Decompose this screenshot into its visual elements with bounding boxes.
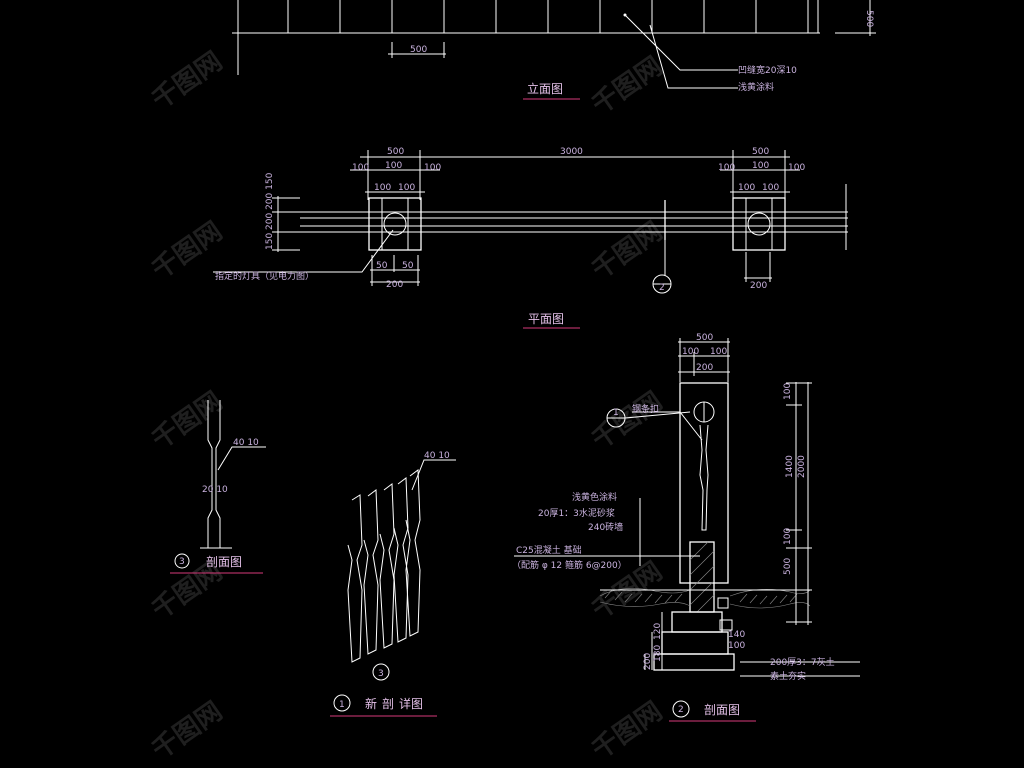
section2-dim-right-total: 2000 [797, 455, 807, 478]
section2-dim-top-a2: 100 [710, 347, 727, 357]
section2-note-concrete: C25混凝土 基础 [516, 544, 582, 556]
section2-note-mortar: 20厚1：3水泥砂浆 [538, 507, 615, 519]
section2-dim-right-top: 100 [783, 383, 793, 400]
section2-note-paint: 浅黄色涂料 [572, 491, 617, 503]
section2-note-lime: 200厚3：7灰土 [770, 656, 835, 668]
section3-dim-mid: 20 10 [202, 485, 228, 495]
watermark: 千图网 [587, 216, 668, 285]
section2-marker-lamp: 1 [613, 408, 619, 418]
plan-seg-lower: 100 [374, 183, 391, 193]
plan-dim-span: 3000 [560, 147, 583, 157]
section3-marker: 3 [179, 557, 185, 567]
plan-dim-b: 50 [402, 261, 414, 271]
plan-seg: 100 [352, 163, 369, 173]
watermark: 千图网 [587, 386, 668, 455]
section2-dim-base-b: 140 [728, 630, 745, 640]
plan-left-stack: 150 200 200 150 [265, 172, 275, 250]
plan-seg: 100 [718, 163, 735, 173]
section2-dim-top-a: 100 [682, 347, 699, 357]
detail1-char-note: 新 [365, 696, 377, 711]
section2-dim-base-a: 100 [728, 641, 745, 651]
detail1-dim-top: 40 10 [424, 451, 450, 461]
elevation-note-paint: 浅黄涂料 [738, 81, 774, 93]
detail1-marker-bottom: 3 [378, 669, 384, 679]
plan-seg-lower: 100 [398, 183, 415, 193]
plan-dim-right: 200 [750, 281, 767, 291]
section-2-view: 500 100 100 200 [512, 333, 860, 722]
section2-marker: 2 [678, 705, 684, 715]
watermark: 千图网 [147, 386, 228, 455]
detail1-marker: 1 [339, 700, 345, 710]
watermark: 千图网 [587, 51, 668, 120]
plan-note-lamp: 指定的灯具（见电力图） [215, 270, 314, 282]
elevation-note-groove: 凹缝宽20深10 [738, 64, 797, 76]
plan-dim-end-left: 500 [387, 147, 404, 157]
plan-seg: 100 [752, 161, 769, 171]
section3-title: 剖面图 [206, 555, 242, 569]
detail1-title: 详图 [399, 696, 423, 711]
section2-dim-left-a: 120 [653, 623, 663, 640]
section2-dim-top-total: 500 [696, 333, 713, 343]
plan-dim-a: 50 [376, 261, 388, 271]
section2-dim-right-base: 500 [783, 558, 793, 575]
section2-dim-right-low: 100 [783, 528, 793, 545]
section2-note-rebar: （配筋 φ 12 箍筋 6@200） [512, 559, 627, 571]
section2-note-soil: 素土夯实 [770, 670, 806, 682]
section2-dim-top-b: 200 [696, 363, 713, 373]
section2-dim-left-c: 200 [643, 653, 653, 670]
detail1-char-note2: 剖 [382, 697, 394, 711]
plan-seg-lower: 100 [738, 183, 755, 193]
section2-dim-left-b: 180 [653, 645, 663, 662]
detail-1-view: 40 10 3 1 新 剖 详图 [330, 451, 456, 717]
watermark: 千图网 [147, 696, 228, 765]
plan-seg: 100 [424, 163, 441, 173]
watermark: 千图网 [147, 46, 228, 115]
watermark: 千图网 [587, 696, 668, 765]
watermarks: 千图网 千图网 千图网 千图网 千图网 千图网 千图网 千图网 千图网 千图网 [147, 46, 668, 765]
section-3-view: 40 10 20 10 3 剖面图 [170, 400, 266, 574]
plan-view: 3000 500 500 100 100 100 100 100 100 100… [213, 147, 848, 329]
plan-dim-end-right: 500 [752, 147, 769, 157]
elevation-title: 立面图 [527, 81, 563, 96]
elevation-dim-height: 500 [864, 10, 874, 27]
plan-seg: 100 [788, 163, 805, 173]
section2-dim-right-mid: 1400 [785, 455, 795, 478]
plan-section-marker: 2 [659, 283, 665, 293]
section3-dim-top: 40 10 [233, 438, 259, 448]
section2-title: 剖面图 [704, 703, 740, 717]
elevation-view: 500 500 凹缝宽20深10 浅黄涂料 立面图 [232, 0, 876, 100]
plan-seg: 100 [385, 161, 402, 171]
plan-dim-total: 200 [386, 280, 403, 290]
section2-note-brick: 240砖墙 [588, 521, 623, 533]
elevation-dim-spacing: 500 [410, 45, 427, 55]
plan-title: 平面图 [528, 312, 564, 326]
section2-note-steel: 钢条扣 [632, 403, 659, 415]
plan-seg-lower: 100 [762, 183, 779, 193]
